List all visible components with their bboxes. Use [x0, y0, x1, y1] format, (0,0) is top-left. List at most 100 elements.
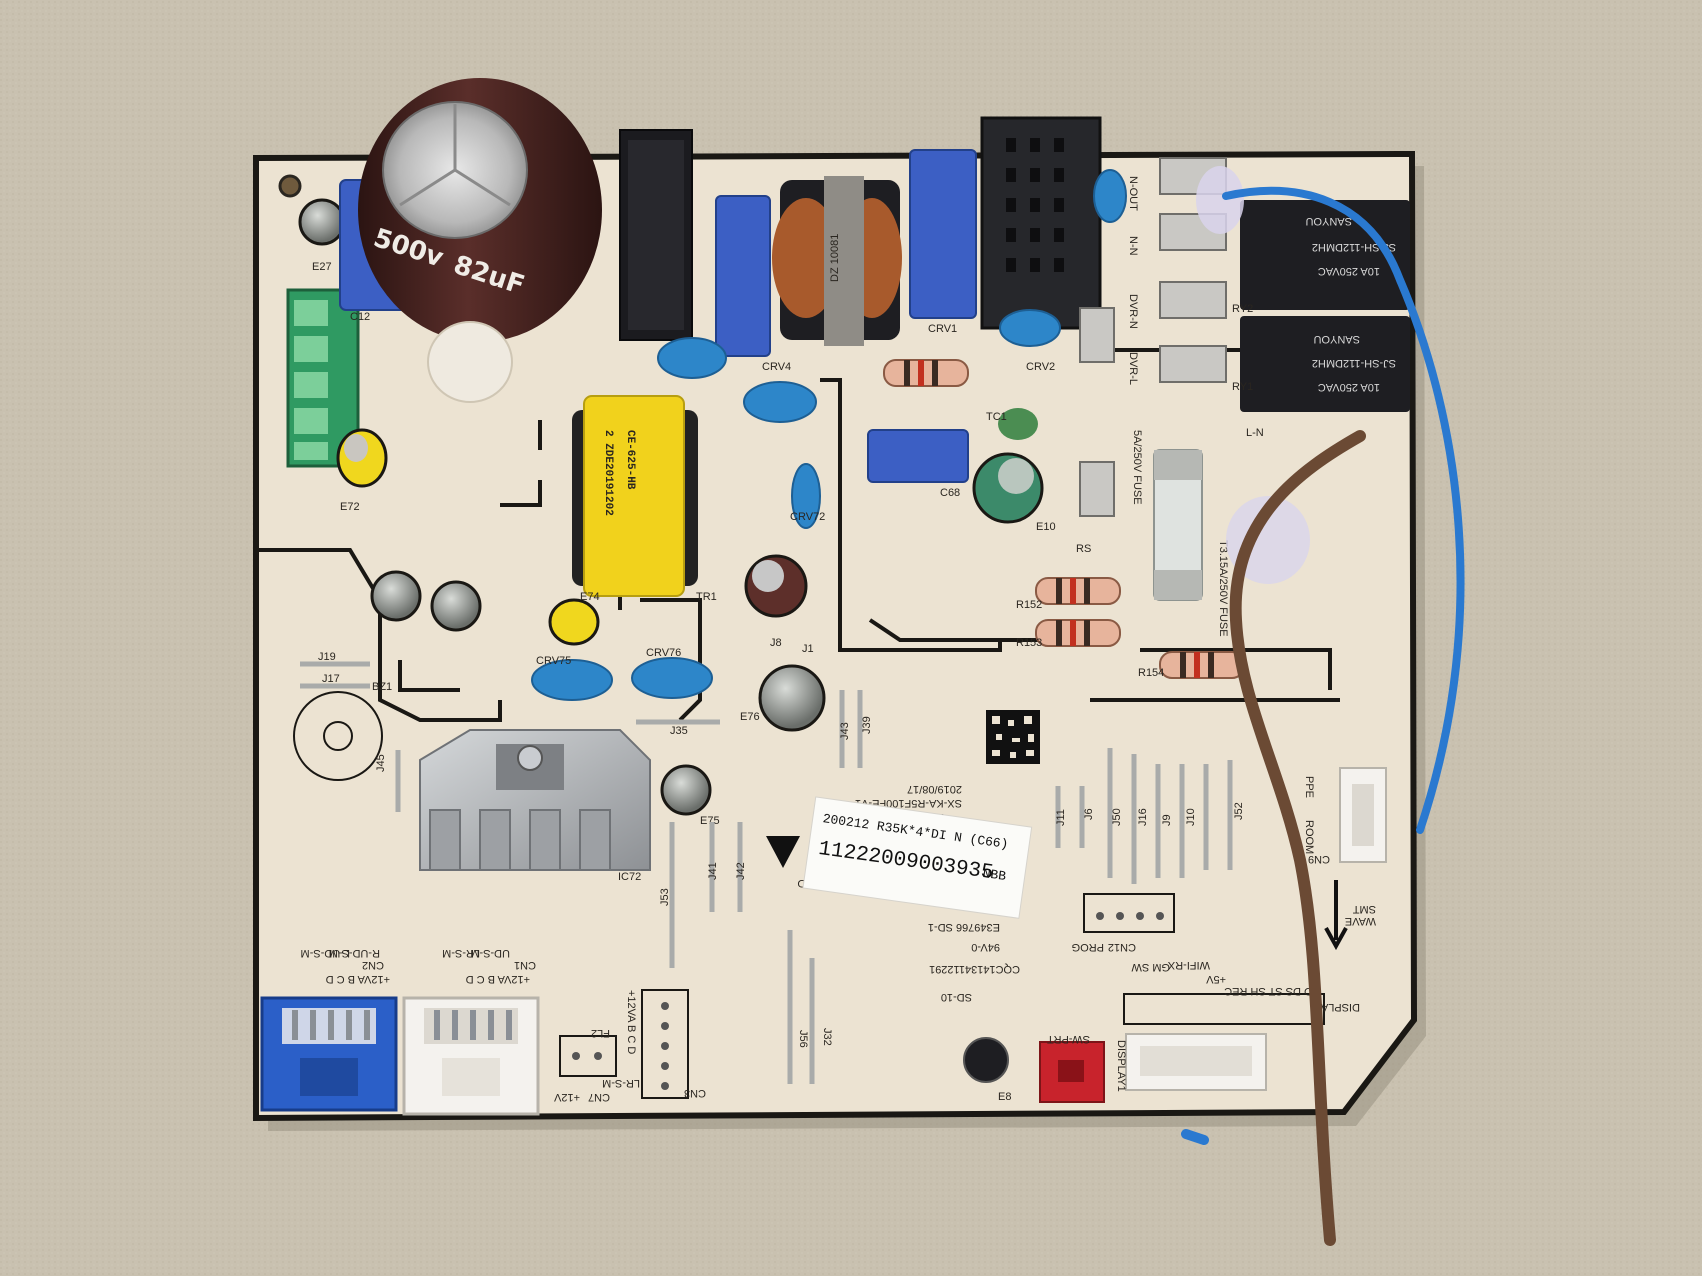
label-display: DISPLAY: [1314, 1001, 1360, 1013]
label-j52: J52: [1233, 802, 1245, 820]
glass-fuse: 5A/250V FUSE T3.15A/250V FUSE: [1131, 430, 1229, 637]
label-j6: J6: [1083, 808, 1095, 820]
label-sw-prt: SW-PRT: [1047, 1033, 1090, 1045]
label-crv75: CRV75: [536, 655, 571, 667]
relay-ry1: SANYOU SJ-SH-112DMH2 10A 250VAC: [1240, 316, 1410, 412]
label-j17: J17: [322, 673, 340, 685]
label-fl2: FL2: [591, 1027, 610, 1039]
label-crv1: CRV1: [928, 323, 957, 335]
svg-text:IC72: IC72: [618, 871, 641, 883]
label-cn3-pins: +12VA B C D: [625, 990, 637, 1054]
label-j42: J42: [735, 862, 747, 880]
svg-text:SJ-SH-112DMH2: SJ-SH-112DMH2: [1312, 357, 1396, 369]
label-cn1-names2: UD-S-M: [470, 947, 510, 959]
label-prog: PROG: [1072, 941, 1104, 953]
label-wave: WAVE: [1345, 915, 1376, 927]
label-j45: J45: [375, 754, 387, 772]
connector-cn3[interactable]: [641, 989, 689, 1099]
blue-wire-stub: [1181, 1129, 1209, 1145]
film-capacitor-blue-mid: [715, 195, 771, 357]
label-cn2-pins: +12VA B C D: [326, 973, 390, 985]
capacitor-pair-left: [370, 570, 482, 632]
svg-text:5A/250V FUSE: 5A/250V FUSE: [1131, 430, 1143, 505]
film-capacitor-blue-right: [909, 149, 977, 319]
label-wifi: WIFI-RX: [1167, 959, 1210, 971]
resistors: [883, 359, 1245, 679]
label-j32: J32: [821, 1028, 833, 1046]
buzzer-outline: BZ1: [293, 681, 392, 781]
wire-grommet-top: [1196, 166, 1244, 234]
label-j11: J11: [1055, 809, 1067, 826]
connector-cn9[interactable]: [1339, 767, 1387, 863]
svg-text:TR1: TR1: [696, 591, 717, 603]
display-connector[interactable]: [1125, 1033, 1267, 1091]
label-cn1-names: LR-S-M: [442, 947, 480, 959]
jumper-wires: [300, 661, 1233, 1084]
label-r152: R152: [1016, 599, 1042, 611]
ceramic-capacitor-green: [998, 408, 1038, 440]
capacitor-e10: E10: [972, 452, 1056, 533]
svg-text:E10: E10: [1036, 521, 1056, 533]
label-r153: R153: [1016, 637, 1042, 649]
svg-text:E74: E74: [580, 591, 600, 603]
label-j50: J50: [1111, 808, 1123, 826]
label-cn3: CN3: [684, 1087, 706, 1099]
capacitor-e76: E76: [740, 664, 826, 732]
label-j39: J39: [861, 716, 873, 734]
svg-text:E72: E72: [340, 501, 360, 513]
svg-text:10A 250VAC: 10A 250VAC: [1318, 381, 1380, 393]
black-power-module: [619, 129, 693, 341]
label-j9: J9: [1161, 814, 1173, 826]
svg-text:SD-10: SD-10: [941, 991, 972, 1003]
connector-cn7[interactable]: [559, 1035, 617, 1077]
label-cn12: CN12: [1108, 941, 1136, 953]
label-cn3-names: LR-S-M: [602, 1077, 640, 1089]
label-cn2-names2: R-UD-S-M: [329, 947, 380, 959]
label-crv4: CRV4: [762, 361, 791, 373]
svg-text:2019/08/17: 2019/08/17: [907, 783, 962, 795]
label-cn2-names: L-UD-S-M: [301, 947, 351, 959]
label-plus5v: +5V: [1205, 973, 1226, 985]
label-ppe: PPE: [1303, 776, 1315, 798]
label-cn1-pins: +12VA B C D: [466, 973, 530, 985]
svg-text:94V-0: 94V-0: [971, 941, 1000, 953]
label-j43: J43: [839, 722, 851, 740]
qr-code: [986, 710, 1040, 764]
prog-header[interactable]: [1083, 893, 1175, 933]
label-j41: J41: [707, 862, 719, 880]
sw-prt-connector[interactable]: [1039, 1041, 1105, 1103]
label-dvr-n: DVR-N: [1127, 294, 1139, 329]
label-cn7: CN7: [588, 1091, 610, 1103]
svg-text:C12: C12: [350, 311, 370, 323]
svg-text:E27: E27: [312, 261, 332, 273]
svg-text:E76: E76: [740, 711, 760, 723]
label-smt: SMT: [1353, 903, 1377, 915]
capacitor-e27: E27: [298, 198, 346, 273]
label-room: ROOM: [1303, 820, 1315, 854]
connector-cn1-white[interactable]: [402, 996, 540, 1116]
label-cn1: CN1: [514, 959, 536, 971]
connector-cn2-blue[interactable]: [260, 996, 398, 1112]
plastic-grommet: [427, 321, 513, 403]
svg-text:CQC14134112291: CQC14134112291: [929, 963, 1020, 975]
capacitor-e8: E8: [963, 1037, 1011, 1103]
aluminum-heatsink[interactable]: IC72: [419, 729, 651, 883]
serial-sticker: 200212 R35K*4*DI N (C66) 11222009003935 …: [802, 796, 1033, 919]
label-j16: J16: [1137, 808, 1149, 826]
label-ds-st: D DS ST SH REC: [1224, 985, 1312, 997]
label-tc1: TC1: [986, 411, 1007, 423]
label-l-n: L-N: [1246, 427, 1264, 439]
switching-transformer: CE-625-HB 2 ZDE20191202 TR1: [572, 395, 717, 603]
label-ry2: RY2: [1232, 303, 1253, 315]
capacitor-e75: E75: [660, 764, 720, 827]
display-connector-outline: [1123, 993, 1325, 1025]
inductor-choke: DZ 10081: [772, 176, 902, 346]
label-cn7-pins: +12V: [553, 1091, 580, 1103]
label-c68: C68: [940, 487, 960, 499]
svg-text:T3.15A/250V FUSE: T3.15A/250V FUSE: [1217, 540, 1229, 637]
label-crv76: CRV76: [646, 647, 681, 659]
svg-text:SANYOU: SANYOU: [1305, 215, 1352, 227]
label-crv72: CRV72: [790, 511, 825, 523]
label-j56: J56: [797, 1030, 809, 1048]
label-j10: J10: [1185, 808, 1197, 826]
